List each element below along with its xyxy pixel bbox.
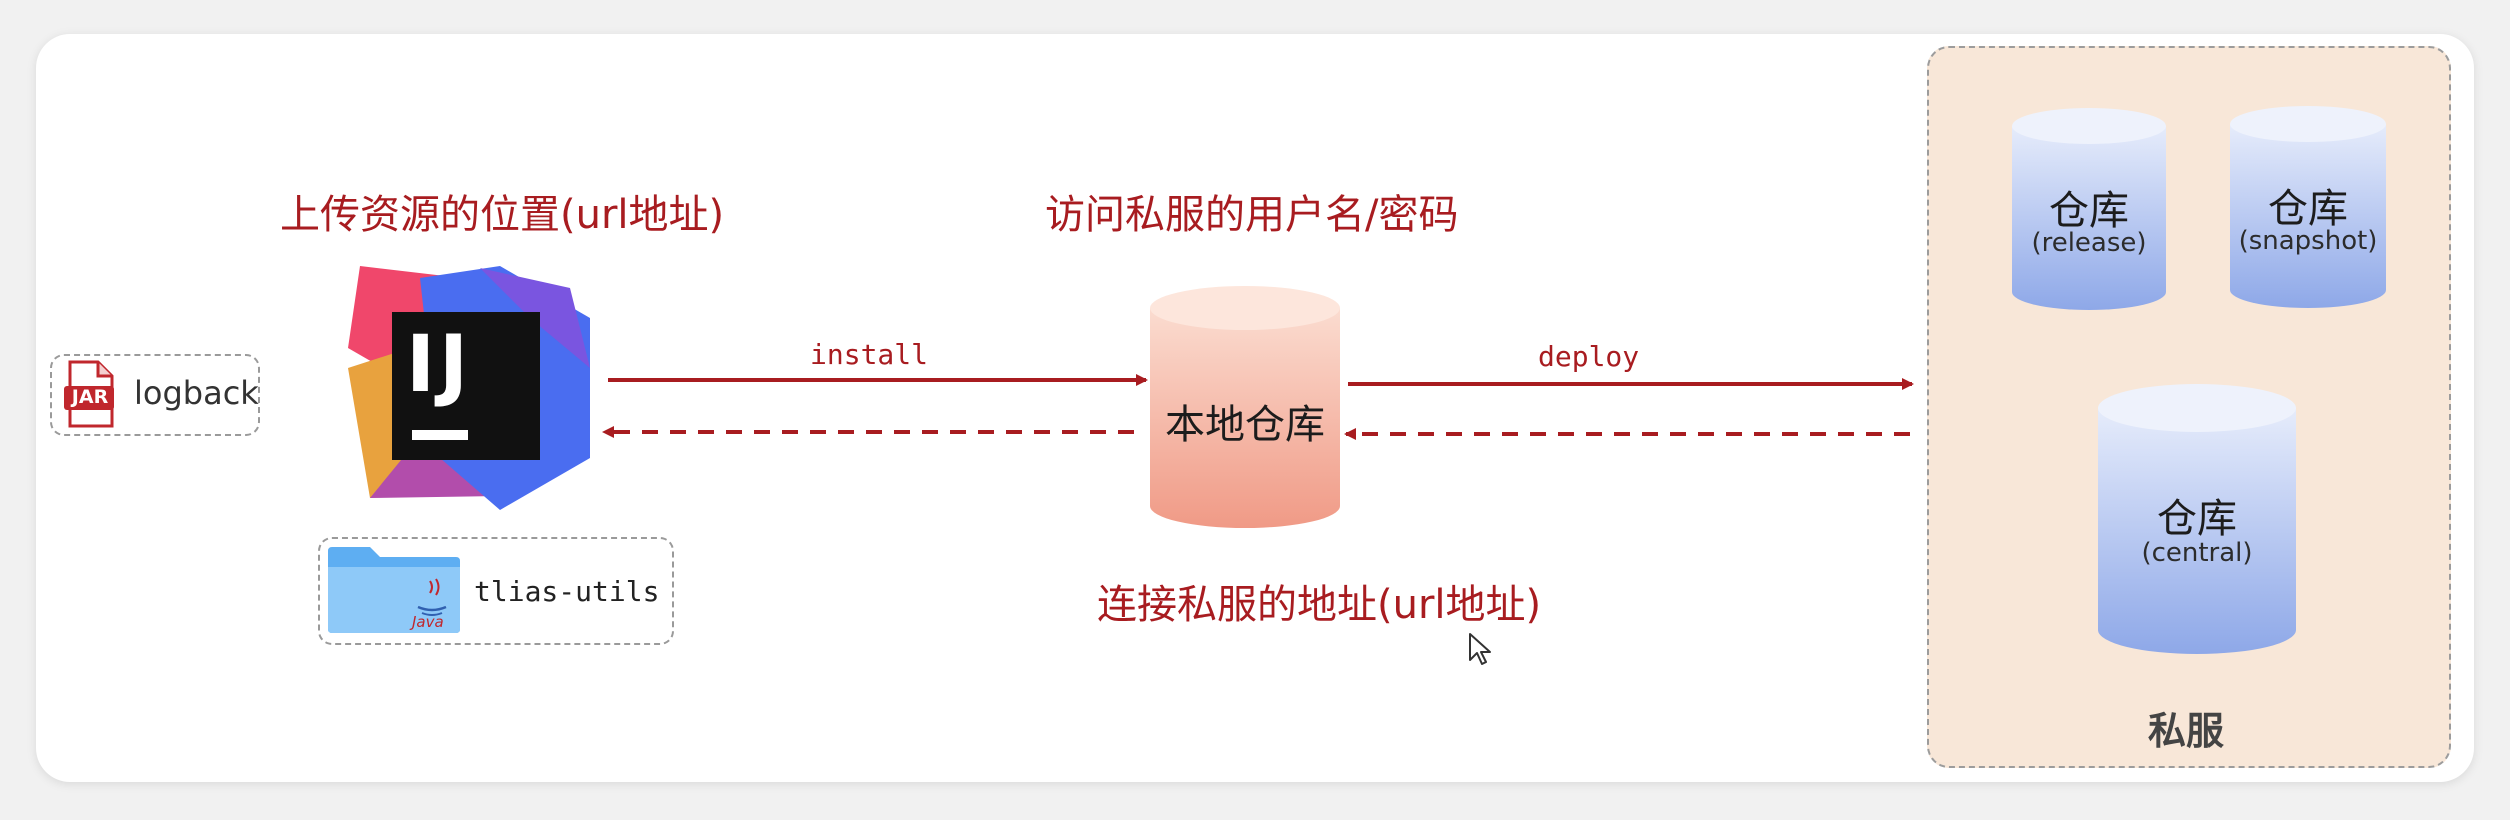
- repo-snapshot-sub: (snapshot): [2238, 226, 2378, 256]
- deploy-label: deploy: [1538, 340, 1640, 373]
- jar-name: logback: [134, 374, 259, 412]
- jar-file-icon: [64, 360, 114, 428]
- intellij-logo-text: IJ: [406, 320, 473, 410]
- repo-snapshot-title: 仓库: [2268, 186, 2348, 232]
- repo-central-sub: (central): [2141, 538, 2253, 568]
- private-server-label: 私服: [2148, 709, 2225, 753]
- upload-location-label: 上传资源的位置(url地址): [280, 192, 725, 238]
- repo-central-cylinder: [2098, 384, 2296, 654]
- mouse-cursor-icon: [1469, 633, 1491, 665]
- connect-address-label: 连接私服的地址(url地址): [1097, 582, 1542, 628]
- jar-file-item[interactable]: JAR logback: [50, 354, 260, 436]
- repo-snapshot[interactable]: 仓库 (snapshot): [2228, 104, 2388, 310]
- repo-release-sub: (release): [2031, 228, 2147, 258]
- java-folder-icon: [328, 547, 460, 633]
- local-repository-cylinder: [1150, 286, 1340, 528]
- repo-central[interactable]: 仓库 (central): [2096, 382, 2298, 656]
- folder-badge: Java: [412, 613, 444, 631]
- intellij-logo-icon: [348, 266, 590, 510]
- install-label: install: [810, 338, 929, 371]
- local-repository[interactable]: 本地仓库: [1148, 284, 1342, 530]
- project-folder-item[interactable]: Java tlias-utils: [318, 537, 674, 645]
- credentials-label: 访问私服的用户名/密码: [1045, 192, 1459, 238]
- jar-badge: JAR: [71, 386, 109, 408]
- project-name: tlias-utils: [474, 575, 660, 608]
- repo-central-title: 仓库: [2157, 496, 2237, 542]
- repo-release[interactable]: 仓库 (release): [2010, 106, 2168, 312]
- repo-release-title: 仓库: [2049, 188, 2129, 234]
- intellij-logo: IJ: [340, 258, 600, 510]
- local-repository-label: 本地仓库: [1165, 402, 1325, 448]
- repo-snapshot-cylinder: [2230, 106, 2386, 308]
- repo-release-cylinder: [2012, 108, 2166, 310]
